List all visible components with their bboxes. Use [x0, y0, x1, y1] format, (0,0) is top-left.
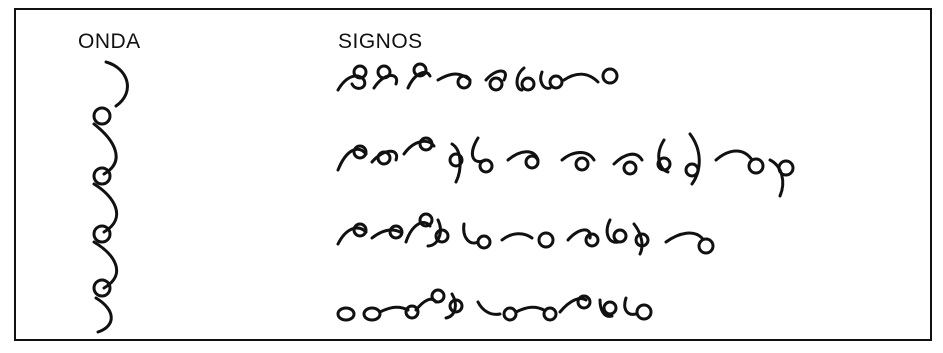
signs-row-2 — [338, 134, 793, 196]
signs-row-3 — [338, 214, 713, 254]
signs-row-4 — [338, 290, 651, 320]
wave-figure — [94, 62, 127, 332]
diagram-canvas — [16, 10, 930, 339]
signs-row-1 — [338, 64, 617, 90]
figure-frame: ONDA SIGNOS — [14, 8, 932, 341]
